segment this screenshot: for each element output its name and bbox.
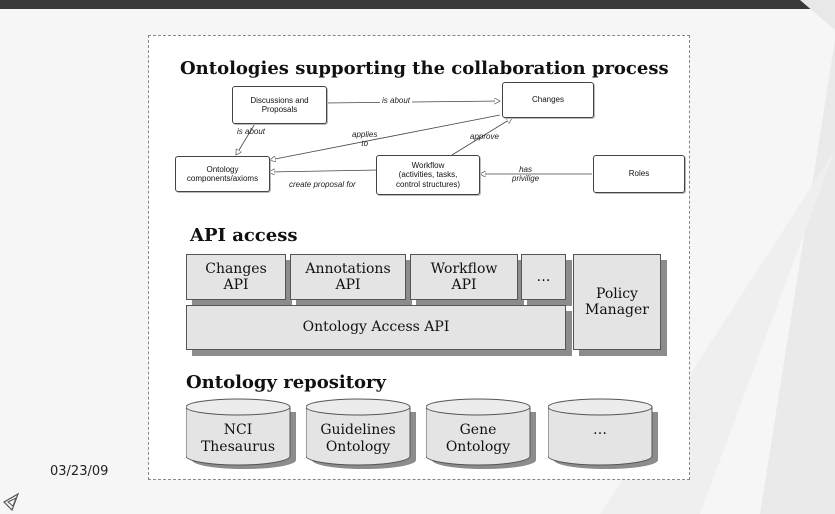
edge-label-create-proposal: create proposal for xyxy=(289,180,356,189)
edge-discussions-changes xyxy=(324,101,500,103)
top-bar xyxy=(0,0,835,9)
database-cylinder: Guidelines Ontology xyxy=(306,398,418,470)
node-workflow-label: Workflow (activities, tasks, control str… xyxy=(395,161,461,189)
database-cylinder: NCI Thesaurus xyxy=(186,398,298,470)
database-cylinder: … xyxy=(548,398,660,470)
logo-icon xyxy=(3,492,20,512)
ontology-section-title: Ontologies supporting the collaboration … xyxy=(180,58,669,79)
changes-api-label: Changes API xyxy=(205,260,267,293)
repository-section-title: Ontology repository xyxy=(186,372,387,393)
database-label: … xyxy=(593,422,607,438)
more-api-label: … xyxy=(536,268,551,285)
database-label: Guidelines Ontology xyxy=(320,422,396,455)
api-section-title: API access xyxy=(190,225,298,246)
annotations-api-label: Annotations API xyxy=(305,260,391,293)
node-discussions-proposals: Discussions and Proposals xyxy=(232,86,327,124)
database-label: NCI Thesaurus xyxy=(200,422,276,455)
workflow-api-box: Workflow API xyxy=(410,254,518,300)
edge-label-approve: approve xyxy=(470,132,499,141)
policy-manager-label: Policy Manager xyxy=(585,285,649,318)
ontology-access-api-label: Ontology Access API xyxy=(302,319,450,336)
edge-label-has-privilige: has privilige xyxy=(512,165,540,183)
edge-label-is-about-1: is about xyxy=(380,96,413,106)
edge-workflow-components xyxy=(269,170,379,172)
edge-changes-components xyxy=(270,114,501,160)
edge-label-is-about-2: is about xyxy=(237,127,266,136)
changes-api-box: Changes API xyxy=(186,254,286,300)
ontology-access-api-box: Ontology Access API xyxy=(186,305,566,350)
slide-date: 03/23/09 xyxy=(50,464,109,479)
edge-discussions-components xyxy=(235,121,257,155)
node-changes: Changes xyxy=(502,82,594,118)
node-workflow: Workflow (activities, tasks, control str… xyxy=(376,155,480,195)
edge-label-applies-to: applies to xyxy=(352,130,378,148)
edge-workflow-changes xyxy=(451,117,512,156)
policy-manager-box: Policy Manager xyxy=(573,254,661,350)
workflow-api-label: Workflow API xyxy=(430,260,498,293)
node-discussions-label: Discussions and Proposals xyxy=(250,95,309,114)
node-changes-label: Changes xyxy=(531,95,565,105)
annotations-api-box: Annotations API xyxy=(290,254,406,300)
database-label: Gene Ontology xyxy=(445,422,511,455)
node-ontology-components: Ontology components/axioms xyxy=(175,156,270,192)
node-roles-label: Roles xyxy=(628,169,650,179)
database-cylinder: Gene Ontology xyxy=(426,398,538,470)
node-roles: Roles xyxy=(593,155,685,193)
node-components-label: Ontology components/axioms xyxy=(186,164,259,183)
more-api-box: … xyxy=(521,254,566,300)
